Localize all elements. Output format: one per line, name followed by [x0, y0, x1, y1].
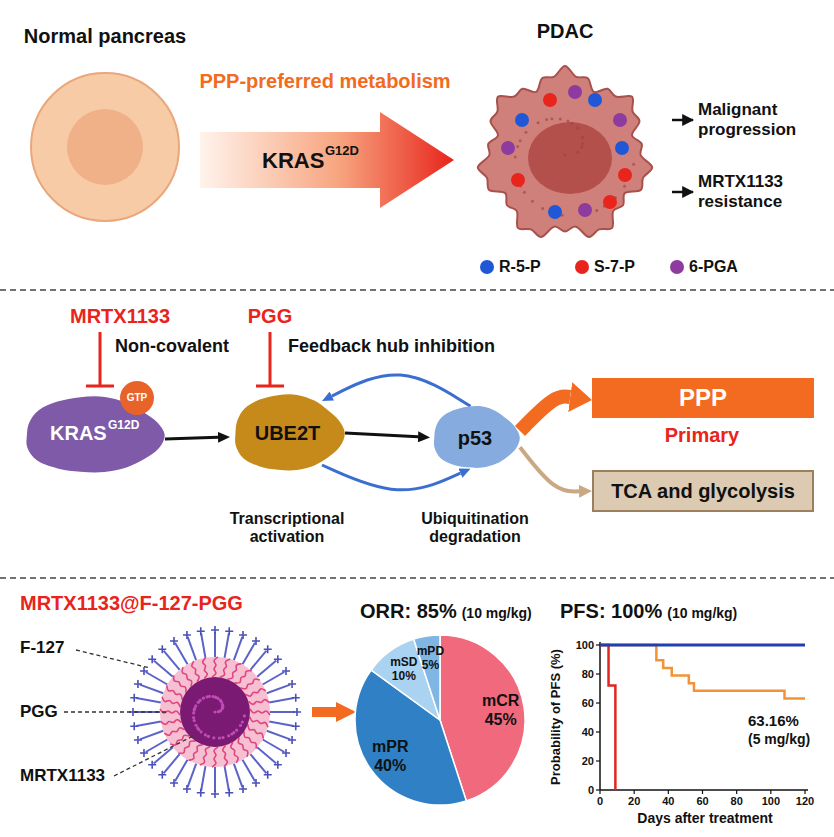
- panel-separator: [0, 289, 834, 291]
- legend-swatch: [575, 260, 589, 274]
- slice-value: 5%: [422, 660, 439, 674]
- legend-text: S-7-P: [594, 258, 635, 276]
- node-text: PPP: [679, 384, 727, 412]
- superscript-text: G12D: [108, 419, 139, 433]
- axis-tick: 100: [762, 795, 780, 808]
- survival-curve: [600, 645, 805, 698]
- component-label: MRTX1133: [20, 766, 105, 786]
- axis-tick: 60: [696, 795, 708, 808]
- protein-blob: UBE2T: [230, 393, 345, 473]
- outcome-label: Malignant progression: [698, 100, 823, 139]
- node-text: KRAS: [262, 148, 324, 173]
- inhibitor-symbol: [256, 332, 284, 386]
- nanoparticle: [129, 626, 301, 798]
- node-text: PPP-preferred metabolism: [199, 70, 450, 93]
- slice-label: mSD: [390, 656, 417, 670]
- component-label: PGG: [20, 702, 58, 722]
- axis-tick: 120: [796, 795, 814, 808]
- axis-tick: 20: [582, 755, 594, 768]
- survival-curve: [600, 644, 805, 647]
- slice-label: mPR: [372, 737, 408, 755]
- slice-label: mCR: [482, 692, 519, 710]
- axis-tick: 60: [582, 697, 594, 710]
- process-label: Transcriptional activation: [217, 510, 357, 547]
- panel-separator: [0, 577, 834, 579]
- outcome-arrow: [672, 119, 693, 122]
- legend-item: 6-PGA: [670, 258, 738, 276]
- connector-arrow: [345, 433, 418, 437]
- axis-tick: 80: [731, 795, 743, 808]
- emphasis-label: Primary: [665, 424, 740, 447]
- axis-tick: 40: [662, 795, 674, 808]
- slice-value: 40%: [374, 757, 406, 775]
- slice-label: mPD: [417, 645, 444, 659]
- slice-value: 45%: [485, 711, 517, 729]
- curve-annotation: 63.16%: [748, 712, 799, 729]
- axis-title: Days after treatment: [637, 810, 772, 826]
- node-text: GTP: [127, 392, 148, 404]
- transition-arrow: [312, 707, 340, 717]
- curve-annotation: (5 mg/kg): [748, 731, 810, 747]
- drug-label: MRTX1133: [70, 305, 170, 328]
- outcome-arrow: [672, 191, 693, 194]
- inhibitor-symbol: [86, 332, 114, 386]
- axis-title: Probability of PFS (%): [549, 649, 564, 785]
- pathway-box: PPP: [592, 378, 814, 418]
- node-text: PDAC: [537, 20, 594, 43]
- connector-arrow: [165, 437, 218, 439]
- axis-tick: 20: [628, 795, 640, 808]
- node-text: KRAS: [50, 422, 107, 445]
- transition-arrow-band: PPP-preferred metabolismKRASG12D: [190, 70, 460, 210]
- connector-arrow: [520, 396, 570, 431]
- component-label: F-127: [20, 638, 64, 658]
- legend-text: 6-PGA: [689, 258, 738, 276]
- process-label: Ubiquitination degradation: [405, 510, 545, 547]
- superscript-text: G12D: [325, 144, 359, 159]
- pie-chart: [355, 635, 525, 805]
- node-text: UBE2T: [255, 422, 321, 445]
- connector-arrow: [520, 447, 579, 491]
- connector-arrow: [332, 375, 471, 406]
- axis-tick: 80: [582, 668, 594, 681]
- legend-item: S-7-P: [575, 258, 635, 276]
- tumor-cell-outline: [460, 20, 670, 252]
- axis-tick: 100: [576, 639, 594, 652]
- axis-tick: 0: [588, 784, 594, 797]
- mechanism-label: Non-covalent: [115, 336, 229, 357]
- protein-blob: GTP KRASG12D: [20, 395, 165, 475]
- node-text: TCA and glycolysis: [611, 480, 795, 503]
- mechanism-label: Feedback hub inhibition: [288, 336, 495, 357]
- leader-lines: [64, 650, 195, 776]
- drug-label: PGG: [248, 305, 292, 328]
- node-text: Normal pancreas: [24, 25, 186, 48]
- normal-cell-outline: [15, 25, 195, 225]
- outcome-label: MRTX1133 resistance: [698, 172, 823, 211]
- dose-note: (10 mg/kg): [667, 605, 737, 621]
- slice-value: 10%: [392, 671, 416, 685]
- chart-title: PFS: 100%: [560, 600, 662, 623]
- node-text: p53: [458, 426, 492, 449]
- legend-swatch: [670, 260, 684, 274]
- survival-curve: [600, 645, 615, 790]
- legend-text: R-5-P: [499, 258, 541, 276]
- survival-chart: [596, 642, 808, 794]
- axis-tick: 0: [597, 795, 603, 808]
- chart-title: ORR: 85%: [360, 600, 457, 623]
- legend-swatch: [480, 260, 494, 274]
- tumor-cell: PDAC: [460, 20, 670, 252]
- gtp-circle: GTP: [120, 381, 154, 415]
- protein-blob: p53: [430, 405, 520, 470]
- dose-note: (10 mg/kg): [462, 605, 532, 621]
- connector-arrow: [322, 465, 460, 490]
- normal-cell: Normal pancreas: [15, 25, 195, 225]
- legend-item: R-5-P: [480, 258, 541, 276]
- formulation-title: MRTX1133@F-127-PGG: [20, 592, 243, 615]
- axis-tick: 40: [582, 726, 594, 739]
- pathway-box: TCA and glycolysis: [592, 470, 814, 512]
